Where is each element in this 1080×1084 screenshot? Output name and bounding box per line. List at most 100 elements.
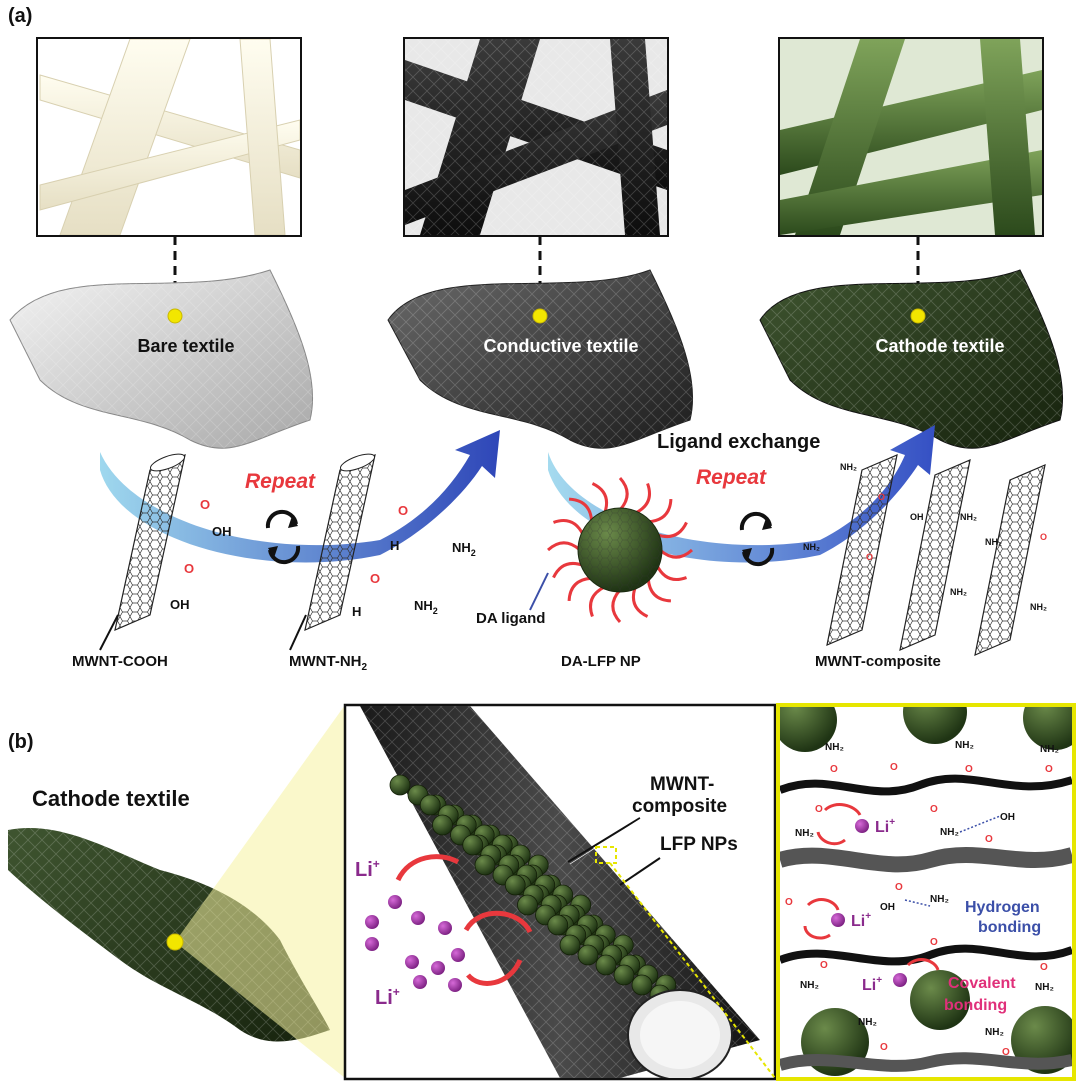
zoom-bare-fibers — [36, 37, 302, 237]
svg-text:Li+: Li+ — [851, 911, 871, 930]
svg-text:NH₂: NH₂ — [930, 894, 949, 905]
li-ion — [451, 948, 465, 962]
svg-text:O: O — [200, 497, 210, 512]
svg-text:O: O — [785, 897, 793, 908]
svg-text:Li+: Li+ — [375, 985, 400, 1009]
hydrogen-bond-lines — [904, 815, 1001, 907]
mwnt-cooh-groups: O OH O OH — [170, 497, 232, 612]
ligand-chain — [659, 548, 694, 559]
sample-point-b — [166, 933, 184, 951]
svg-text:O: O — [1045, 764, 1053, 775]
svg-text:O: O — [820, 960, 828, 971]
li-ion — [411, 911, 425, 925]
da-ligand-label: DA ligand — [476, 610, 545, 627]
svg-text:OH: OH — [170, 597, 190, 612]
zoom-conductive-fibers — [403, 37, 669, 237]
lfp-bead — [613, 964, 635, 986]
svg-text:OH: OH — [880, 902, 895, 913]
svg-text:NH₂: NH₂ — [803, 542, 820, 552]
svg-text:O: O — [1040, 532, 1047, 542]
conductive-textile-label: Conductive textile — [483, 336, 638, 356]
covalent-bonding-line1: Covalent — [948, 975, 1016, 992]
molecular-li-ions: Li+ Li+ Li+ — [831, 817, 907, 994]
label-line — [619, 857, 661, 886]
li-ion — [438, 921, 452, 935]
molecular-groups: NH₂ O O NH₂ O NH₂ O O NH₂ OH O O NH₂ O O… — [785, 740, 1059, 1058]
molecular-detail-box — [776, 703, 1076, 1081]
lfp-bead — [432, 814, 453, 836]
sample-points — [167, 308, 926, 324]
detail-region-marker — [595, 846, 617, 864]
svg-text:O: O — [370, 571, 380, 586]
mwnt-cooh-nanotube — [114, 453, 186, 632]
pointer-arrow — [529, 572, 549, 611]
lfp-bead — [504, 874, 526, 896]
svg-text:NH₂: NH₂ — [1030, 602, 1047, 612]
bare-textile-label: Bare textile — [137, 336, 234, 356]
ligand-chain — [648, 498, 673, 524]
ligand-chain — [568, 497, 594, 522]
svg-text:O: O — [890, 762, 898, 773]
mwnt-composite-nanotubes — [826, 453, 1046, 657]
bare-textile-sheet — [9, 269, 314, 449]
lfp-bead — [462, 834, 484, 856]
svg-text:O: O — [184, 561, 194, 576]
lfp-bead — [577, 944, 599, 966]
cathode-textile-title: Cathode textile — [32, 786, 190, 811]
svg-text:O: O — [878, 492, 885, 502]
mwnt-nh2-label: MWNT-NH2 — [289, 653, 367, 673]
li-ion — [405, 955, 419, 969]
mwnt-nh2-groups: O H NH2 O H NH2 — [352, 503, 476, 619]
svg-text:H: H — [352, 604, 361, 619]
svg-text:Li+: Li+ — [862, 975, 882, 994]
mwnt-composite-label: MWNT-composite — [815, 653, 941, 670]
mwnt-composite-label-line2: composite — [632, 796, 727, 817]
svg-text:NH₂: NH₂ — [985, 1027, 1004, 1038]
ligand-chain — [567, 576, 592, 602]
cycle-icon — [265, 509, 301, 565]
lfp-bead — [559, 934, 581, 956]
svg-text:O: O — [1002, 1047, 1010, 1058]
cycle-icon — [739, 511, 775, 567]
svg-text:O: O — [930, 804, 938, 815]
svg-text:O: O — [866, 552, 873, 562]
svg-text:O: O — [965, 764, 973, 775]
hydrogen-bonding-line2: bonding — [978, 919, 1041, 936]
svg-text:NH₂: NH₂ — [858, 1017, 877, 1028]
li-exchange-arrows — [395, 854, 533, 986]
svg-text:NH₂: NH₂ — [795, 828, 814, 839]
svg-text:O: O — [930, 937, 938, 948]
svg-text:O: O — [398, 503, 408, 518]
ligand-chain — [631, 586, 649, 618]
cathode-textile-sheet — [759, 269, 1064, 449]
li-ion — [365, 915, 379, 929]
process-arrow-1 — [100, 430, 500, 563]
svg-text:O: O — [815, 804, 823, 815]
li-ion — [431, 961, 445, 975]
svg-text:Li+: Li+ — [875, 817, 895, 836]
svg-text:OH: OH — [910, 512, 924, 522]
svg-text:Li+: Li+ — [355, 857, 380, 881]
li-ion — [365, 937, 379, 951]
lfp-bead — [474, 854, 496, 876]
detail-connector — [609, 862, 776, 1079]
mwnt-composite-label-line1: MWNT- — [650, 774, 714, 795]
li-ion-labels: Li+ Li+ — [355, 857, 400, 1009]
panel-b-label: (b) — [8, 731, 34, 753]
lfp-bead — [419, 794, 441, 816]
pointer-arrow — [289, 614, 307, 651]
svg-text:NH₂: NH₂ — [960, 512, 977, 522]
pointer-arrow — [99, 614, 119, 651]
svg-text:O: O — [830, 764, 838, 775]
cathode-textile-label: Cathode textile — [875, 336, 1004, 356]
svg-text:OH: OH — [1000, 812, 1015, 823]
molecular-exchange-arrows — [803, 803, 940, 971]
panel-a-label: (a) — [8, 5, 32, 27]
covalent-bonding-line2: bonding — [944, 997, 1007, 1014]
svg-text:NH2: NH2 — [452, 540, 476, 558]
zoom-projection — [175, 705, 345, 1078]
repeat-label-1: Repeat — [245, 470, 316, 493]
lfp-bead — [389, 774, 411, 796]
svg-text:O: O — [895, 882, 903, 893]
